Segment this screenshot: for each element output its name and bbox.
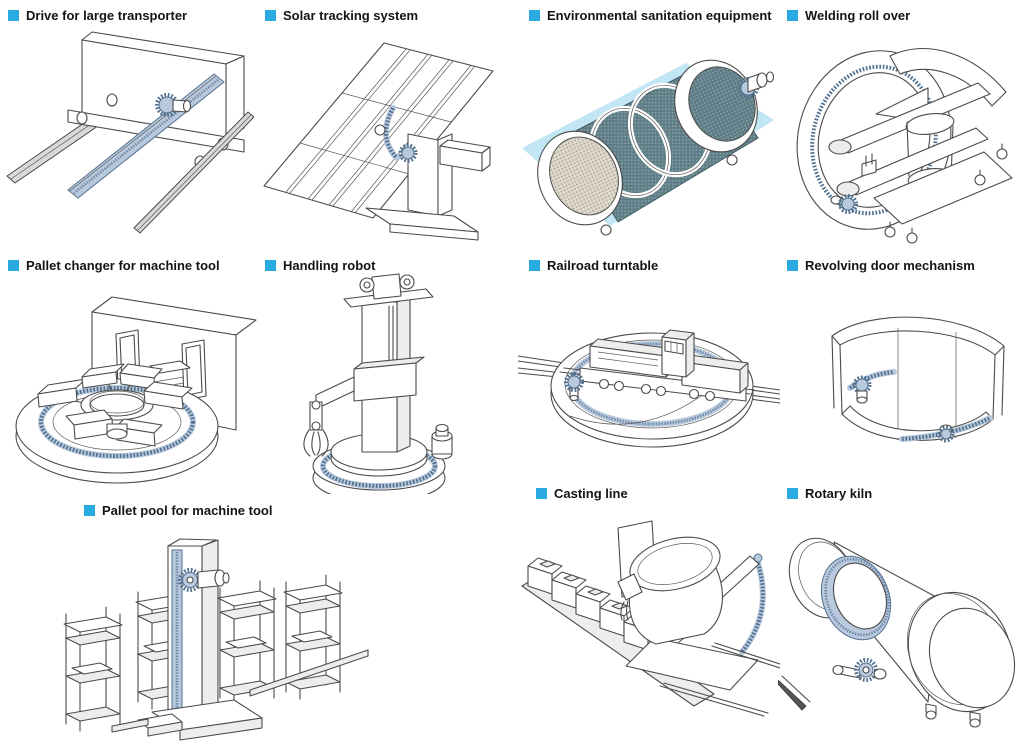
app-label-text: Handling robot	[283, 258, 376, 273]
app-label-text: Casting line	[554, 486, 628, 501]
kiln-outlet-end	[906, 591, 1016, 713]
robot-arm	[303, 376, 355, 457]
drive-motor-box	[439, 139, 491, 172]
illustration-revolving-door	[831, 316, 1005, 443]
support-feet	[925, 703, 981, 728]
lower-curved-rack	[899, 415, 993, 443]
mesh-drum	[537, 59, 759, 226]
drum-drive-gear	[737, 71, 775, 99]
bullet-square-icon	[265, 260, 276, 271]
bullet-square-icon	[529, 260, 540, 271]
bullet-square-icon	[8, 260, 19, 271]
illustration-handling-robot	[303, 273, 453, 494]
bullet-square-icon	[536, 488, 547, 499]
transfer-rail	[249, 649, 369, 697]
app-label-revolving-door-mechanism: Revolving door mechanism	[787, 258, 975, 273]
frame	[828, 82, 1013, 225]
app-label-text: Drive for large transporter	[26, 8, 188, 23]
upper-curved-rack	[847, 369, 897, 404]
column-base	[111, 699, 263, 741]
bullet-square-icon	[84, 505, 95, 516]
app-label-text: Railroad turntable	[547, 258, 659, 273]
girth-gear-ring	[820, 555, 892, 641]
illustration-drive-for-large-transporter	[6, 31, 254, 234]
tilt-platform	[625, 637, 759, 691]
app-label-railroad-turntable: Railroad turntable	[529, 258, 658, 273]
rack-bay	[283, 574, 343, 700]
column-drive-gear	[178, 568, 230, 592]
caster-wheels	[884, 143, 1008, 244]
app-label-text: Revolving door mechanism	[805, 258, 975, 273]
drum-feet	[600, 154, 738, 236]
bullet-square-icon	[787, 10, 798, 21]
app-label-text: Pallet changer for machine tool	[26, 258, 220, 273]
bullet-square-icon	[787, 260, 798, 271]
bullet-square-icon	[265, 10, 276, 21]
lifting-column	[167, 538, 219, 723]
app-label-pallet-changer-for-machine-tool: Pallet changer for machine tool	[8, 258, 220, 273]
app-label-rotary-kiln: Rotary kiln	[787, 486, 872, 501]
illustration-pallet-changer	[15, 296, 257, 484]
turntable-drive-gear	[564, 372, 584, 402]
illustration-welding-roll-over	[796, 48, 1013, 244]
pouring-ladle	[617, 536, 723, 645]
bullet-square-icon	[8, 10, 19, 21]
app-label-text: Rotary kiln	[805, 486, 873, 501]
top-assembly	[343, 273, 434, 308]
illustration-environmental-sanitation-equipment	[522, 59, 775, 236]
illustration-pallet-pool	[63, 538, 369, 741]
app-label-environmental-sanitation-equipment: Environmental sanitation equipment	[529, 8, 772, 23]
app-label-text: Environmental sanitation equipment	[547, 8, 772, 23]
illustration-railroad-turntable	[518, 329, 780, 448]
pallets	[37, 363, 193, 447]
sector-gear	[739, 553, 766, 655]
rack-bay	[63, 606, 123, 732]
exit-rails	[659, 642, 780, 717]
app-label-text: Solar tracking system	[283, 8, 419, 23]
pinion-drive	[832, 658, 887, 682]
app-label-solar-tracking-system: Solar tracking system	[265, 8, 418, 23]
app-label-text: Welding roll over	[805, 8, 911, 23]
front-rail	[133, 111, 254, 234]
app-label-drive-for-large-transporter: Drive for large transporter	[8, 8, 187, 23]
base-motor	[431, 423, 453, 460]
front-console	[106, 423, 128, 440]
pinion-gear	[830, 194, 858, 214]
pinion-gear	[155, 93, 192, 117]
carriage	[353, 356, 425, 402]
bullet-square-icon	[787, 488, 798, 499]
illustration-rotary-kiln	[778, 537, 1016, 728]
app-label-pallet-pool-for-machine-tool: Pallet pool for machine tool	[84, 503, 272, 518]
app-label-casting-line: Casting line	[536, 486, 628, 501]
sector-gear	[374, 105, 418, 163]
upper-arc	[889, 48, 1007, 107]
app-label-handling-robot: Handling robot	[265, 258, 375, 273]
app-label-text: Pallet pool for machine tool	[102, 503, 273, 518]
illustration-solar-tracking-system	[263, 42, 494, 241]
locomotive	[579, 329, 749, 402]
illustration-casting-line	[521, 520, 780, 717]
ground-rail	[778, 675, 811, 711]
bullet-square-icon	[529, 10, 540, 21]
app-label-welding-roll-over: Welding roll over	[787, 8, 910, 23]
rack-bay	[217, 580, 277, 706]
